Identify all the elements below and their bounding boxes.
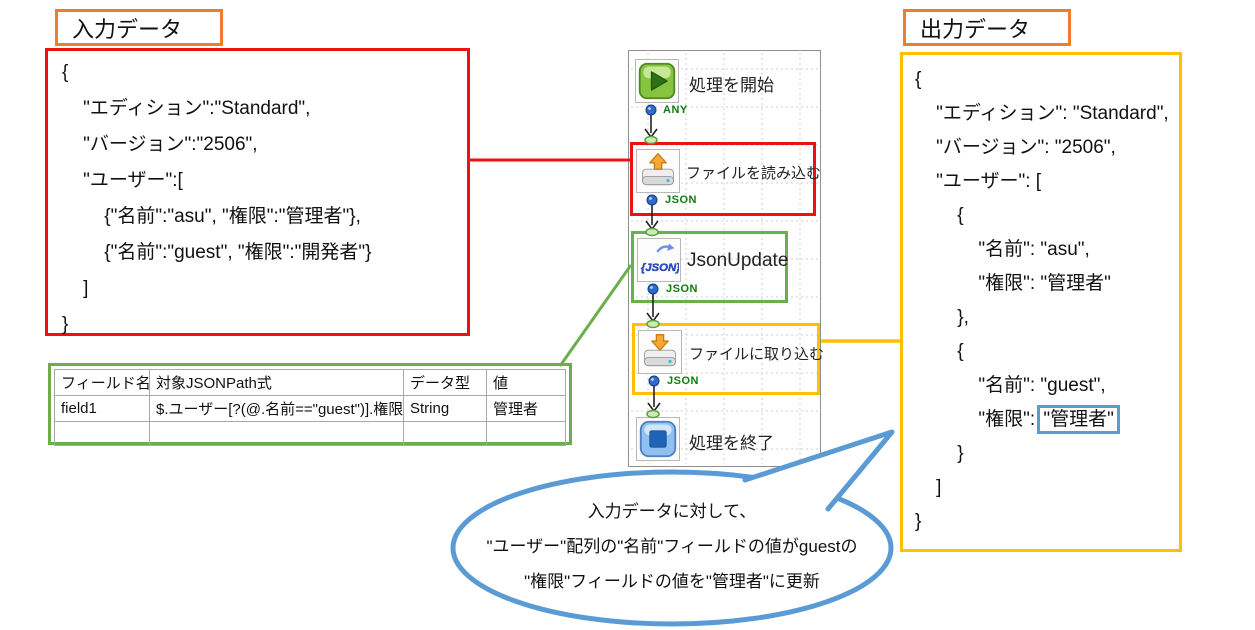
output-json-line: { <box>915 341 964 362</box>
output-json-line: "ユーザー": [ <box>915 171 1042 192</box>
cell-value: 管理者 <box>486 395 566 422</box>
col-jsonpath: 対象JSONPath式 <box>149 369 404 396</box>
port-label-json: JSON <box>665 194 697 206</box>
col-data-type: データ型 <box>403 369 487 396</box>
output-json-line: } <box>915 511 922 532</box>
output-data-label: 出力データ <box>903 9 1071 46</box>
output-json-line: { <box>915 205 964 226</box>
output-json-line: "名前": "guest", <box>915 375 1106 396</box>
input-json-line: } <box>62 314 69 335</box>
input-json-line: "ユーザー":[ <box>62 170 183 191</box>
speech-bubble-text: 入力データに対して、 "ユーザー"配列の"名前"フィールドの値がguestの "… <box>454 494 890 599</box>
flow-node-end-label: 処理を終了 <box>689 434 774 453</box>
output-json-line: { <box>915 69 922 90</box>
table-connector-line <box>558 264 633 367</box>
port-label-json: JSON <box>667 375 699 387</box>
output-json-line: "権限": "管理者" <box>915 273 1111 294</box>
table-row: field1 $.ユーザー[?(@.名前=="guest")].権限 Strin… <box>54 395 566 422</box>
input-json-line: {"名前":"guest", "権限":"開発者"} <box>62 242 372 263</box>
input-json-panel: { "エディション":"Standard", "バージョン":"2506", "… <box>45 48 470 336</box>
table-row <box>54 421 566 446</box>
output-json-line: "バージョン": "2506", <box>915 137 1116 158</box>
port-label-json: JSON <box>666 283 698 295</box>
output-json-line: } <box>915 443 964 464</box>
input-json-line: { <box>62 62 69 83</box>
svg-text:{JSON}: {JSON} <box>641 262 679 274</box>
input-json-line: ] <box>62 278 89 299</box>
flow-node-file-read[interactable] <box>636 149 680 193</box>
flow-canvas: 処理を開始 ファイルを読み込む {JSON} JsonUpdate <box>628 50 825 467</box>
flow-node-file-write-label: ファイルに取り込む <box>689 346 825 363</box>
cell-field-name: field1 <box>54 395 150 422</box>
cell-data-type: String <box>403 395 487 422</box>
start-icon <box>638 62 676 100</box>
bubble-line: "ユーザー"配列の"名前"フィールドの値がguestの <box>486 537 858 556</box>
input-json-line: "エディション":"Standard", <box>62 98 311 119</box>
highlight-prefix: "権限": <box>915 409 1041 430</box>
flow-node-start[interactable] <box>635 59 679 103</box>
output-json-panel: { "エディション": "Standard", "バージョン": "2506",… <box>900 52 1182 552</box>
output-json-line-highlighted: "権限": "管理者" <box>903 403 1179 437</box>
cell-jsonpath: $.ユーザー[?(@.名前=="guest")].権限 <box>149 395 404 422</box>
input-json-line: {"名前":"asu", "権限":"管理者"}, <box>62 206 361 227</box>
flow-node-file-write[interactable] <box>638 330 682 374</box>
output-data-label-text: 出力データ <box>920 16 1031 42</box>
bubble-line: "権限"フィールドの値を"管理者"に更新 <box>524 572 820 591</box>
flow-node-jsonupdate-label: JsonUpdate <box>687 250 789 271</box>
jsonpath-table: フィールド名 対象JSONPath式 データ型 値 field1 $.ユーザー[… <box>48 363 572 446</box>
input-data-label-text: 入力データ <box>72 16 183 42</box>
col-value: 値 <box>486 369 566 396</box>
file-read-icon <box>642 153 674 186</box>
table-header-row: フィールド名 対象JSONPath式 データ型 値 <box>54 369 566 396</box>
input-data-label: 入力データ <box>55 9 223 46</box>
write-step-highlight-frame <box>632 323 820 395</box>
input-json-line: "バージョン":"2506", <box>62 134 258 155</box>
stop-icon <box>639 420 677 458</box>
bubble-line: 入力データに対して、 <box>587 502 757 521</box>
flow-node-jsonupdate[interactable]: {JSON} <box>637 238 681 282</box>
json-update-icon: {JSON} <box>641 243 679 274</box>
read-step-highlight-frame <box>630 142 816 216</box>
port-label-any: ANY <box>663 104 688 116</box>
file-write-icon <box>644 334 676 367</box>
output-json-line: "エディション": "Standard", <box>915 103 1169 124</box>
jsonupdate-step-highlight-frame <box>631 231 788 303</box>
output-json-line: }, <box>915 307 969 328</box>
updated-value-highlight: "管理者" <box>1037 405 1120 434</box>
output-json-line: ] <box>915 477 942 498</box>
flow-node-start-label: 処理を開始 <box>689 76 774 95</box>
col-field-name: フィールド名 <box>54 369 150 396</box>
flow-node-end[interactable] <box>636 417 680 461</box>
flow-node-file-read-label: ファイルを読み込む <box>686 165 822 182</box>
output-json-line: "名前": "asu", <box>915 239 1090 260</box>
